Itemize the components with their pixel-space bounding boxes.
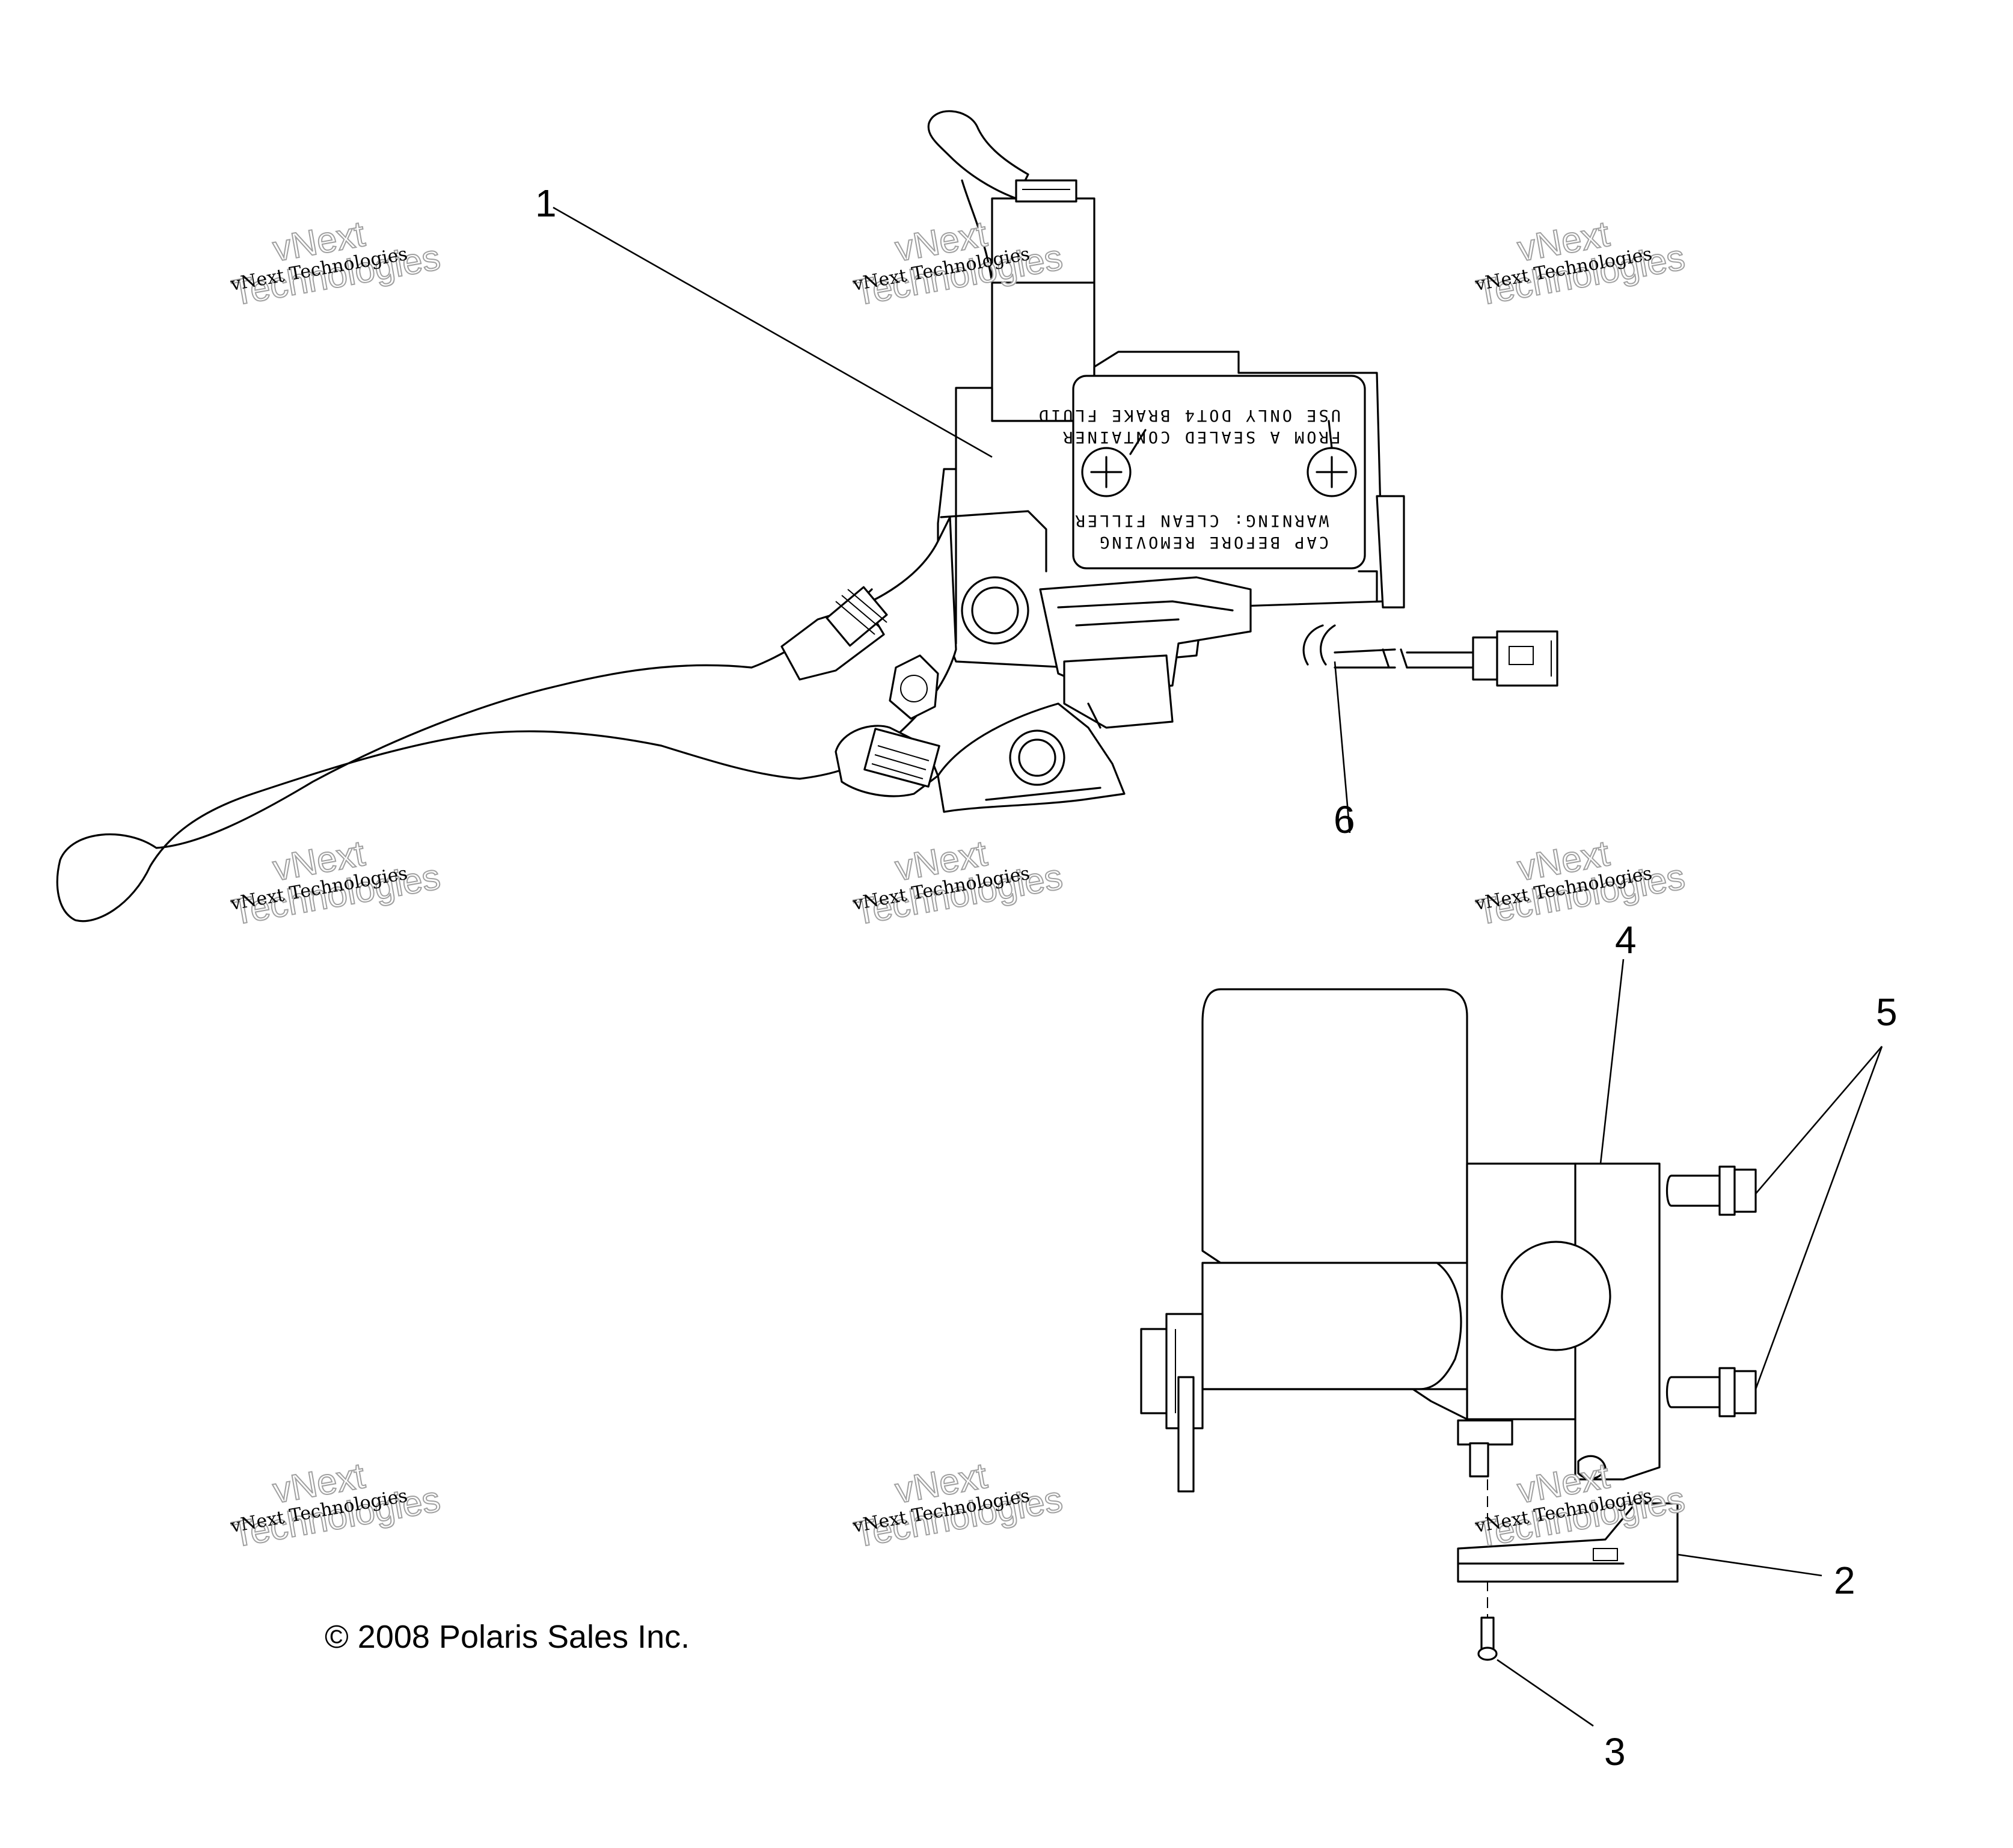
watermark: Technologies vNext vNext Technologies [228,832,444,933]
copyright-notice: © 2008 Polaris Sales Inc. [325,1619,690,1655]
leader-lines [553,206,1883,1727]
callout-3: 3 [1604,1730,1626,1773]
watermark: Technologies vNext vNext Technologies [1473,832,1689,933]
watermark: Technologies vNext vNext Technologies [851,1455,1067,1556]
warning-label-plate [1072,375,1366,569]
callout-1: 1 [535,182,557,225]
warning-label-line-1: USE ONLY DOT4 BRAKE FLUID [1037,406,1341,425]
bolt-lower [1665,1367,1757,1417]
watermark: Technologies vNext vNext Technologies [228,213,444,314]
warning-label-line-4: CAP BEFORE REMOVING [1097,533,1329,551]
callout-6: 6 [1334,798,1355,841]
bolt-upper [1665,1165,1757,1216]
master-cylinder-assembly [1140,988,1757,1661]
watermark: Technologies vNext vNext Technologies [1473,213,1689,314]
callout-2: 2 [1834,1559,1855,1602]
watermark: Technologies vNext vNext Technologies [228,1455,444,1556]
callout-5: 5 [1876,990,1898,1034]
callout-4: 4 [1615,918,1637,962]
watermark: Technologies vNext vNext Technologies [851,832,1067,933]
cap-screw-right [1307,420,1357,497]
warning-label-line-2: FROM A SEALED CONTAINER [1061,428,1341,446]
warning-label-line-3: WARNING: CLEAN FILLER [1073,511,1329,530]
cap-screw-left [1081,429,1147,497]
master-cylinder-lever-assembly: USE ONLY DOT4 BRAKE FLUID FROM A SEALED … [56,110,1558,922]
